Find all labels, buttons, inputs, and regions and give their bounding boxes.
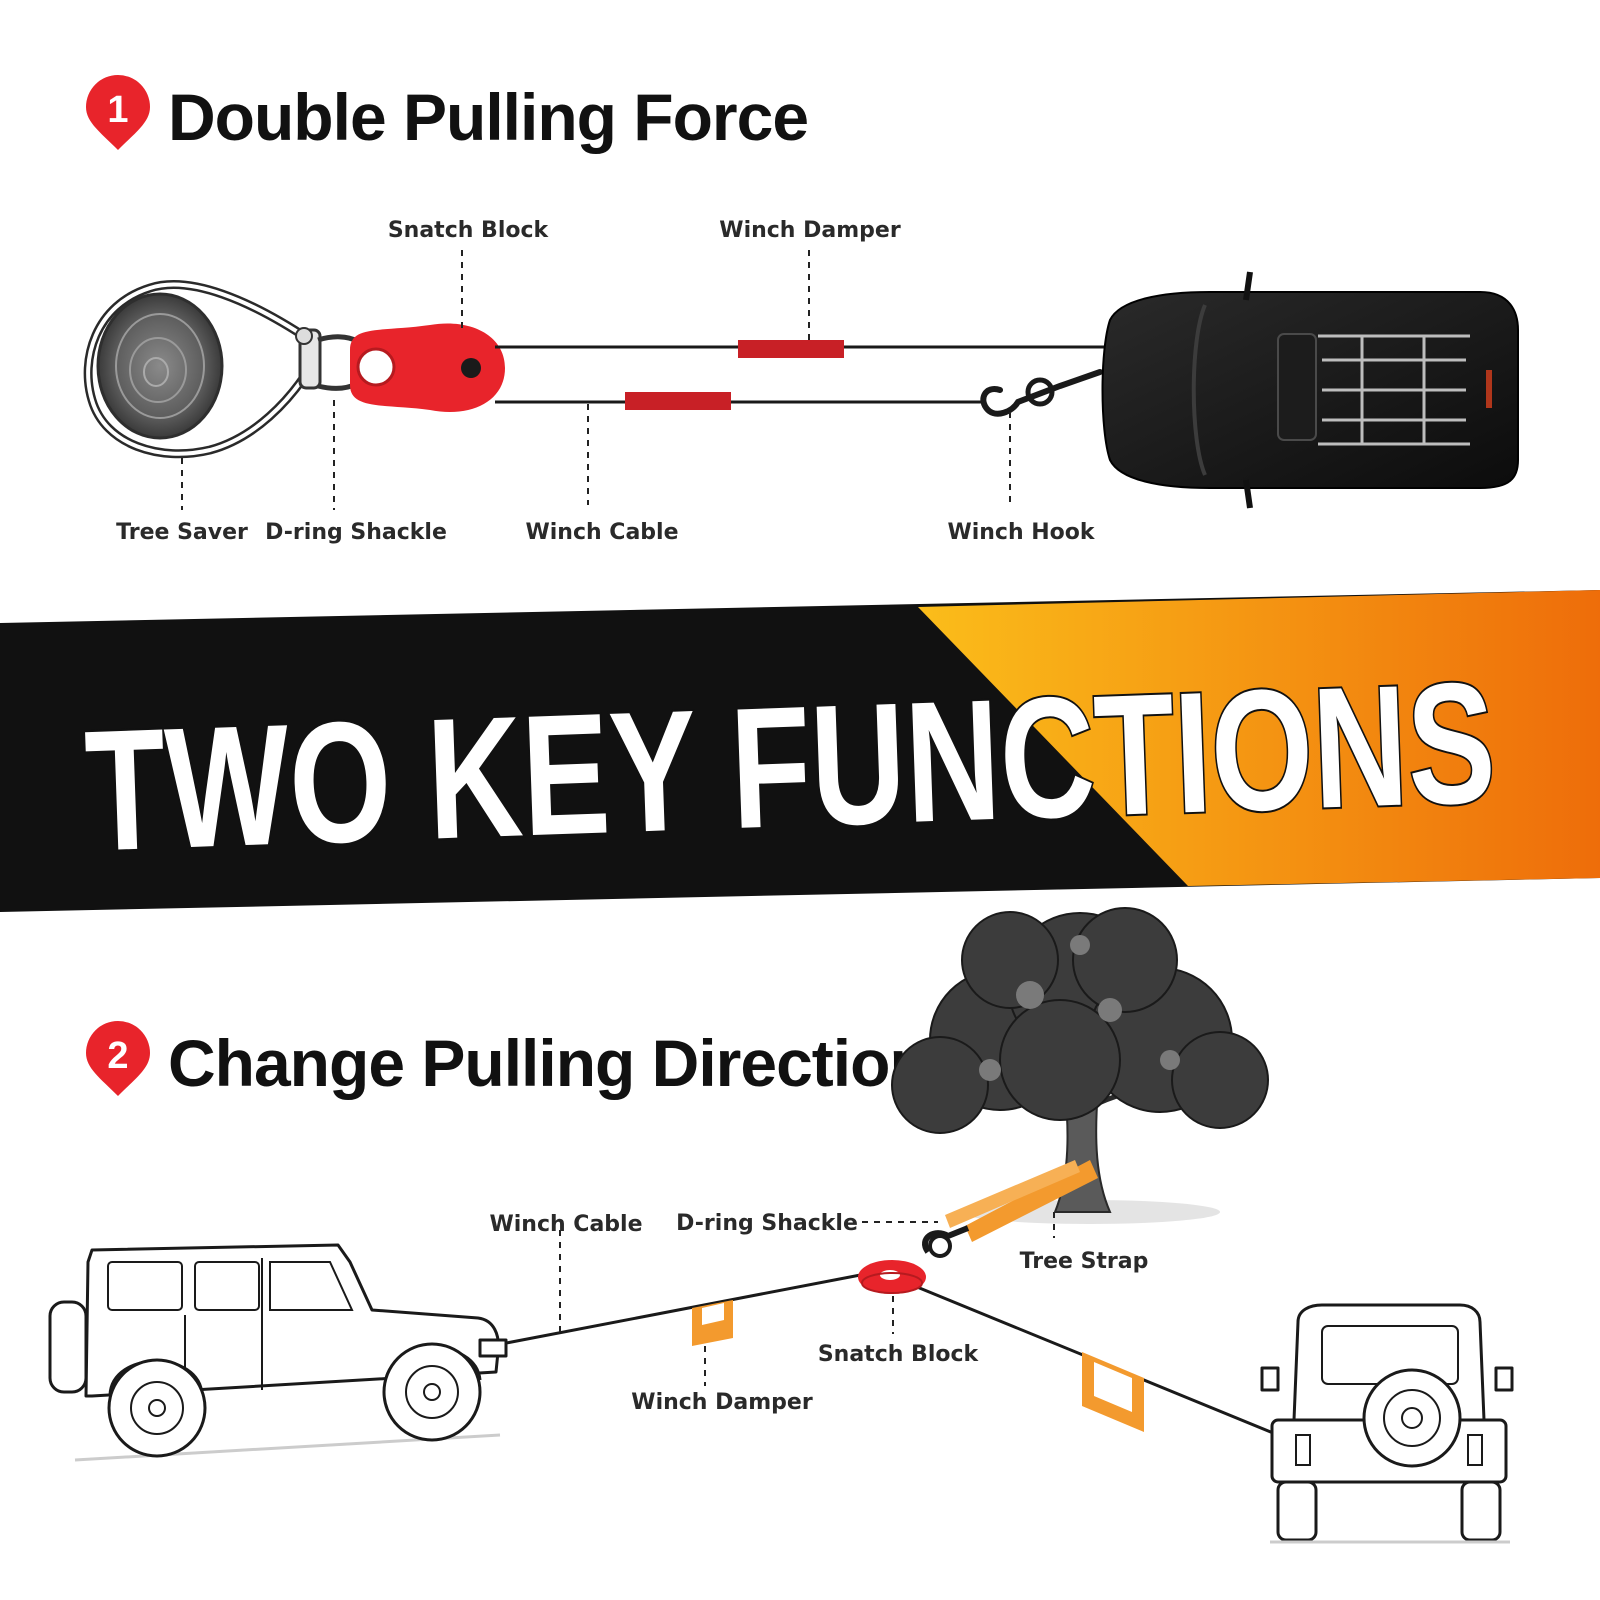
- suv-top-view-graphic: [1101, 271, 1519, 509]
- winch-damper-lower: [625, 392, 731, 410]
- label-d-ring-shackle-1: D-ring Shackle: [265, 520, 447, 545]
- d-ring-shackle-graphic: [295, 327, 375, 391]
- banner-title: TWO KEY FUNCTIONS: [82, 646, 1498, 887]
- snatch-block-graphic: [350, 323, 505, 413]
- winch-damper-upper: [738, 340, 844, 358]
- label-winch-damper-2: Winch Damper: [631, 1390, 813, 1415]
- winch-hook-graphic: [980, 369, 1103, 417]
- label-winch-hook: Winch Hook: [947, 520, 1095, 545]
- label-winch-cable-1: Winch Cable: [525, 520, 678, 545]
- offroad-vehicle-rear-graphic: [1260, 1303, 1514, 1544]
- label-snatch-block-2: Snatch Block: [818, 1342, 980, 1367]
- section2-number: 2: [107, 1035, 128, 1077]
- label-winch-cable-2: Winch Cable: [489, 1212, 642, 1237]
- section1-number: 1: [107, 89, 128, 131]
- winch-damper-graphic-2a: [692, 1300, 733, 1346]
- section2-title: Change Pulling Direction: [168, 1026, 929, 1100]
- label-d-ring-shackle-2: D-ring Shackle: [676, 1211, 858, 1236]
- winch-cable-to-block: [495, 1270, 877, 1347]
- winch-damper-graphic-2b: [1082, 1352, 1144, 1432]
- d-ring-shackle-graphic-2: [922, 1225, 970, 1258]
- section1-badge: 1: [86, 75, 150, 150]
- label-snatch-block-1: Snatch Block: [388, 218, 550, 243]
- tree-strap-graphic: [965, 1160, 1098, 1242]
- label-tree-saver: Tree Saver: [116, 520, 248, 545]
- map-pin-icon: [86, 75, 150, 150]
- label-winch-damper-1: Winch Damper: [719, 218, 901, 243]
- banner-orange: [918, 590, 1600, 886]
- map-pin-icon: [86, 1021, 150, 1096]
- banner: TWO KEY FUNCTIONS: [0, 590, 1600, 912]
- snatch-block-graphic-2: [858, 1260, 926, 1294]
- section2-badge: 2: [86, 1021, 150, 1096]
- offroad-vehicle-side-graphic: [48, 1243, 508, 1462]
- section1-title: Double Pulling Force: [168, 80, 808, 154]
- label-tree-strap: Tree Strap: [1020, 1249, 1149, 1274]
- tree-saver-graphic: [83, 280, 315, 459]
